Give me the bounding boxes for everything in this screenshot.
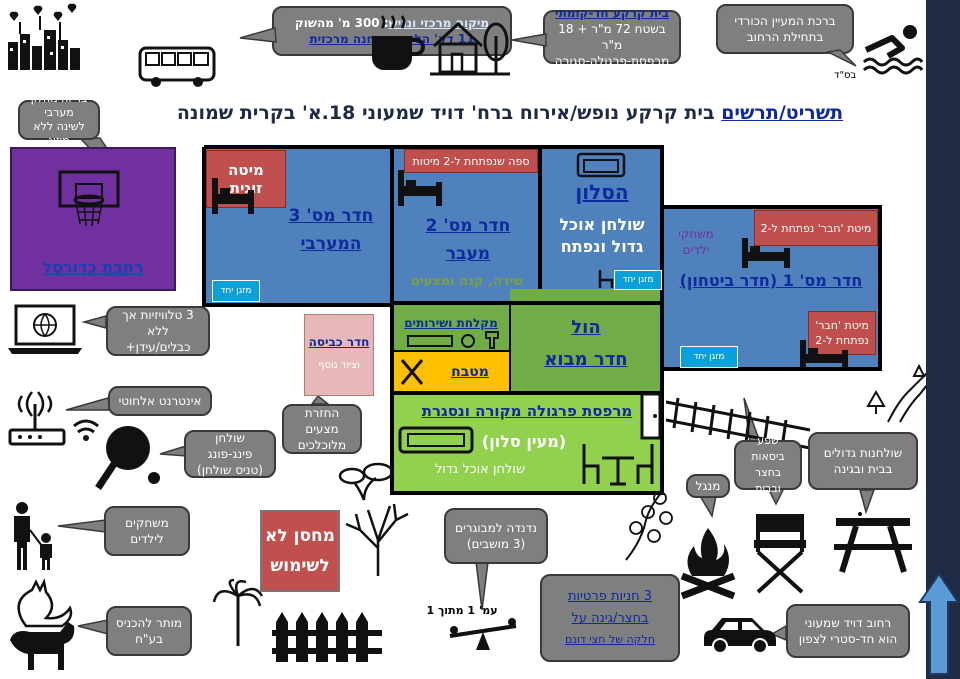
- bath-fixtures-icon: [407, 331, 499, 349]
- callout-swing: נדנדה למבוגרים (3 מושבים): [444, 508, 548, 564]
- callout-window: בריזה מחלון מערבי לשינה ללא מיזוג: [18, 92, 100, 147]
- entry-door-icon: [640, 392, 662, 440]
- room2-extra-label: שידה, קנה ומצעים: [410, 274, 524, 289]
- room1-bed-bottom-icon: [800, 340, 848, 368]
- room2-bed-icon: [398, 170, 442, 206]
- callout-kids-games: משחקים לילדים: [104, 506, 190, 556]
- salon-title: הסלון: [575, 180, 629, 204]
- callout-street: רחוב דויד שמעוני הוא חד-סטרי לצפון: [786, 604, 910, 658]
- laundry-room: [304, 314, 374, 396]
- porch-table-label: שולחן אוכל גדול: [434, 462, 526, 477]
- room1-ac-badge: מזגן יחד: [680, 346, 738, 368]
- campfire-icon: [680, 528, 736, 600]
- fork-knife-icon: [400, 359, 424, 385]
- page-indicator: עמ' 1 מתוך 1: [426, 604, 498, 617]
- room1-bed-bottom-tag: מיטת 'חבר' נפתחת ל-2: [808, 311, 876, 355]
- room3-label: חדר מס' 3 המערבי: [288, 206, 374, 254]
- coffee-cup-icon: [372, 15, 425, 70]
- road-trees-icon: [866, 363, 931, 423]
- laundry-label: חדר כביסה וציוד נוסף: [308, 335, 370, 371]
- city-hearts-icon: [8, 3, 80, 70]
- callout-chairs-return: החזרת מצעים מלוכלכים: [282, 404, 362, 454]
- street-strip: [926, 0, 960, 679]
- basketball-hoop-icon: [58, 170, 120, 227]
- porch-sofa-icon: [398, 426, 474, 454]
- porch-salon-label: (מעין סלון): [481, 432, 567, 451]
- callout-bbq: מנגל: [686, 474, 730, 498]
- room1-bed-top-tag: מיטת 'חבר' נפתחת ל-2: [754, 210, 878, 246]
- salon-table-label: שולחן אוכל גדול ונפתח: [559, 215, 645, 256]
- palm-tree-icon: [212, 578, 264, 646]
- north-arrow-icon: [918, 572, 960, 675]
- basketball-label: רחבת כדורסל: [42, 258, 144, 277]
- hall-label: הול חדר מבוא: [544, 317, 628, 370]
- cherry-blossom-icon: [625, 491, 673, 561]
- parent-child-icon: [14, 502, 52, 570]
- bonsai-icon: [338, 462, 394, 501]
- callout-pingpong: שולחן פינג-פונג (טניס שולחן): [184, 430, 276, 478]
- kitchen-label: מטבח: [451, 364, 489, 380]
- bsd-dot: [858, 512, 862, 516]
- fence-icon: [272, 612, 382, 662]
- laptop-icon: [8, 304, 82, 354]
- callout-pool: ברכת המעיין הכורדי בתחילת הרחוב: [716, 4, 854, 54]
- room1-label: חדר מס' 1 (חדר ביטחון): [679, 271, 863, 290]
- callout-parking: 3 חניות פרטיות בחצר/גינה על חלקה של חצי …: [540, 574, 680, 662]
- callout-tables: שולחנות גדולים בבית ובגינה: [808, 432, 918, 490]
- porch-title: מרפסת פרגולה מקורה ונסגרת: [421, 402, 633, 420]
- pingpong-paddle-icon: [95, 426, 160, 490]
- salon-chair-icon: [598, 270, 614, 288]
- bathroom-label: מקלחת ושירותים: [404, 316, 498, 330]
- bare-tree-icon: [345, 503, 409, 576]
- storage-box: מחסן לא לשימוש: [260, 510, 340, 592]
- room3-ac-badge: מזגן יחד: [212, 280, 260, 302]
- callout-internet: אינטרנט אלחוטי: [108, 386, 212, 416]
- porch-table-chairs-icon: [582, 444, 654, 486]
- room1-kids-label: משחקי ילדים: [678, 227, 714, 257]
- swimmer-icon: [862, 25, 924, 75]
- picnic-table-icon: [834, 518, 912, 573]
- callout-tv: 3 טלוויזיות אך ללא כבלים/עידן+: [106, 306, 210, 356]
- room2-label: חדר מס' 2 מעבר: [425, 216, 511, 264]
- directors-chair-icon: [754, 514, 806, 594]
- salon-ac-badge: מזגן יחד: [614, 270, 662, 290]
- callout-house: בית קרקע חד-קומתי בשטח 72 מ"ר + 18 מ"ר מ…: [543, 6, 681, 68]
- salon-sofa-icon: [576, 152, 626, 178]
- page-title: תשריט/תרשים בית קרקע נופש/אירוח ברח' דוי…: [176, 102, 844, 124]
- callout-seating: שפע ביסאות בחצר ובבית: [734, 434, 802, 495]
- bus-icon: [138, 46, 216, 87]
- bsd-label: בס"ד: [834, 70, 857, 81]
- car-icon: [704, 618, 776, 654]
- house-tree-icon: [430, 21, 510, 76]
- room3-bed-icon: [212, 178, 254, 214]
- callout-pets: מותר להכניס בע"ח: [106, 606, 192, 656]
- seesaw-icon: [449, 618, 517, 650]
- wifi-router-icon: [8, 391, 99, 446]
- room1-bed-top-icon: [742, 238, 790, 268]
- cat-dog-icon: [10, 578, 75, 670]
- room2-sofa-tag: ספה שנפתחת ל-2 מיטות: [404, 149, 538, 173]
